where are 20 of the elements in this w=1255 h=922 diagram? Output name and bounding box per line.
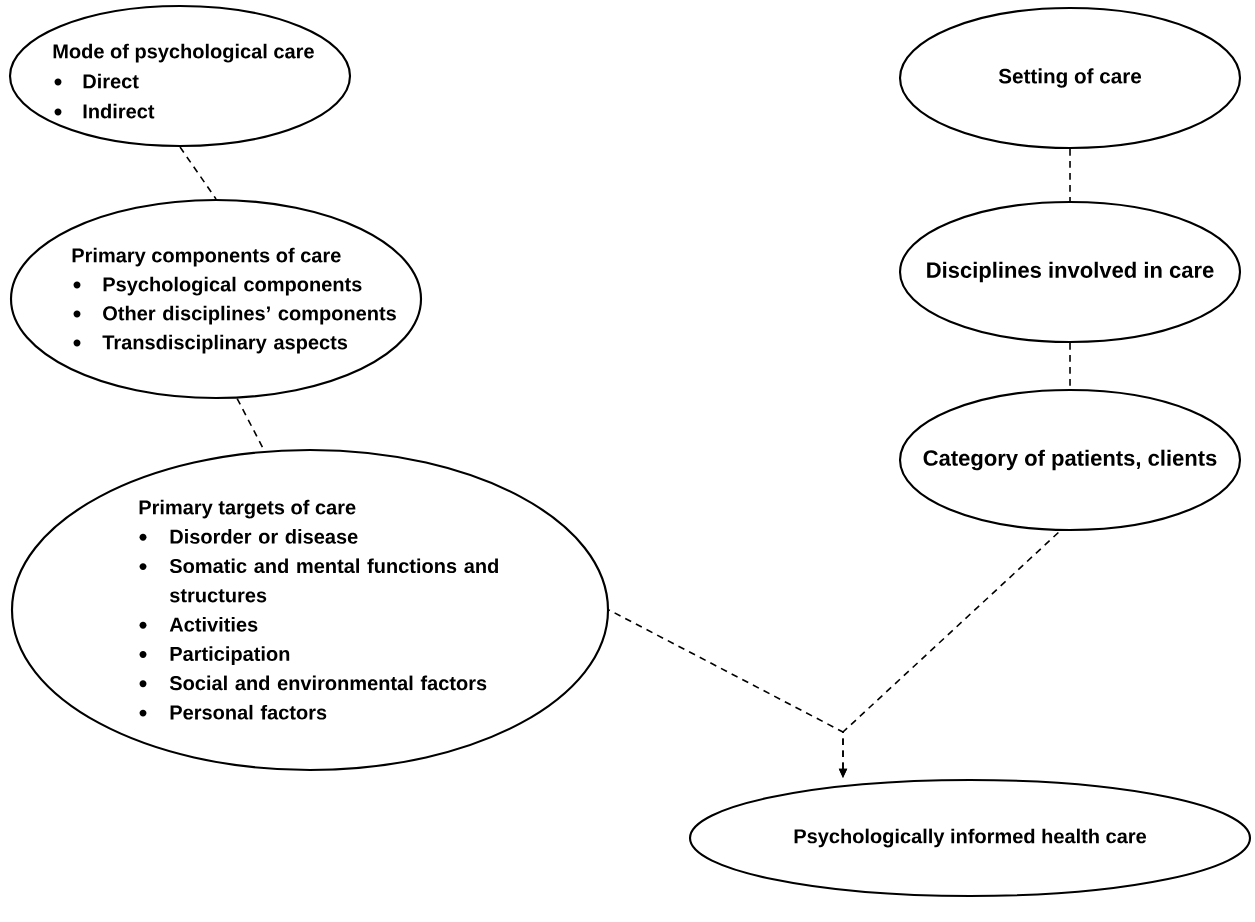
list-item: Direct bbox=[83, 73, 139, 89]
list-item: Indirect bbox=[83, 103, 155, 119]
list-heading: Mode of psychological care bbox=[53, 43, 314, 63]
list-item: Psychological components bbox=[103, 276, 362, 296]
list-item: Participation bbox=[170, 646, 290, 665]
list-item: Somatic and mental functions and structures bbox=[169, 558, 498, 603]
node-label: Setting of care bbox=[998, 68, 1142, 88]
list-item: Social and environmental factors bbox=[169, 675, 487, 691]
list-item: Disorder or disease bbox=[170, 529, 358, 544]
list-item: Personal factors bbox=[170, 704, 327, 720]
list-item: Activities bbox=[169, 617, 258, 632]
list-heading: Primary components of care bbox=[72, 247, 341, 267]
connector bbox=[1069, 148, 1071, 202]
connector bbox=[179, 146, 217, 200]
list-heading: Primary targets of care bbox=[139, 499, 356, 519]
list-item: Transdisciplinary aspects bbox=[102, 334, 348, 354]
list-item: Other disciplines’ components bbox=[103, 305, 396, 325]
node-label: Psychologically informed health care bbox=[794, 828, 1147, 848]
node-label: Category of patients, clients bbox=[923, 449, 1217, 471]
node-label: Disciplines involved in care bbox=[927, 261, 1214, 283]
